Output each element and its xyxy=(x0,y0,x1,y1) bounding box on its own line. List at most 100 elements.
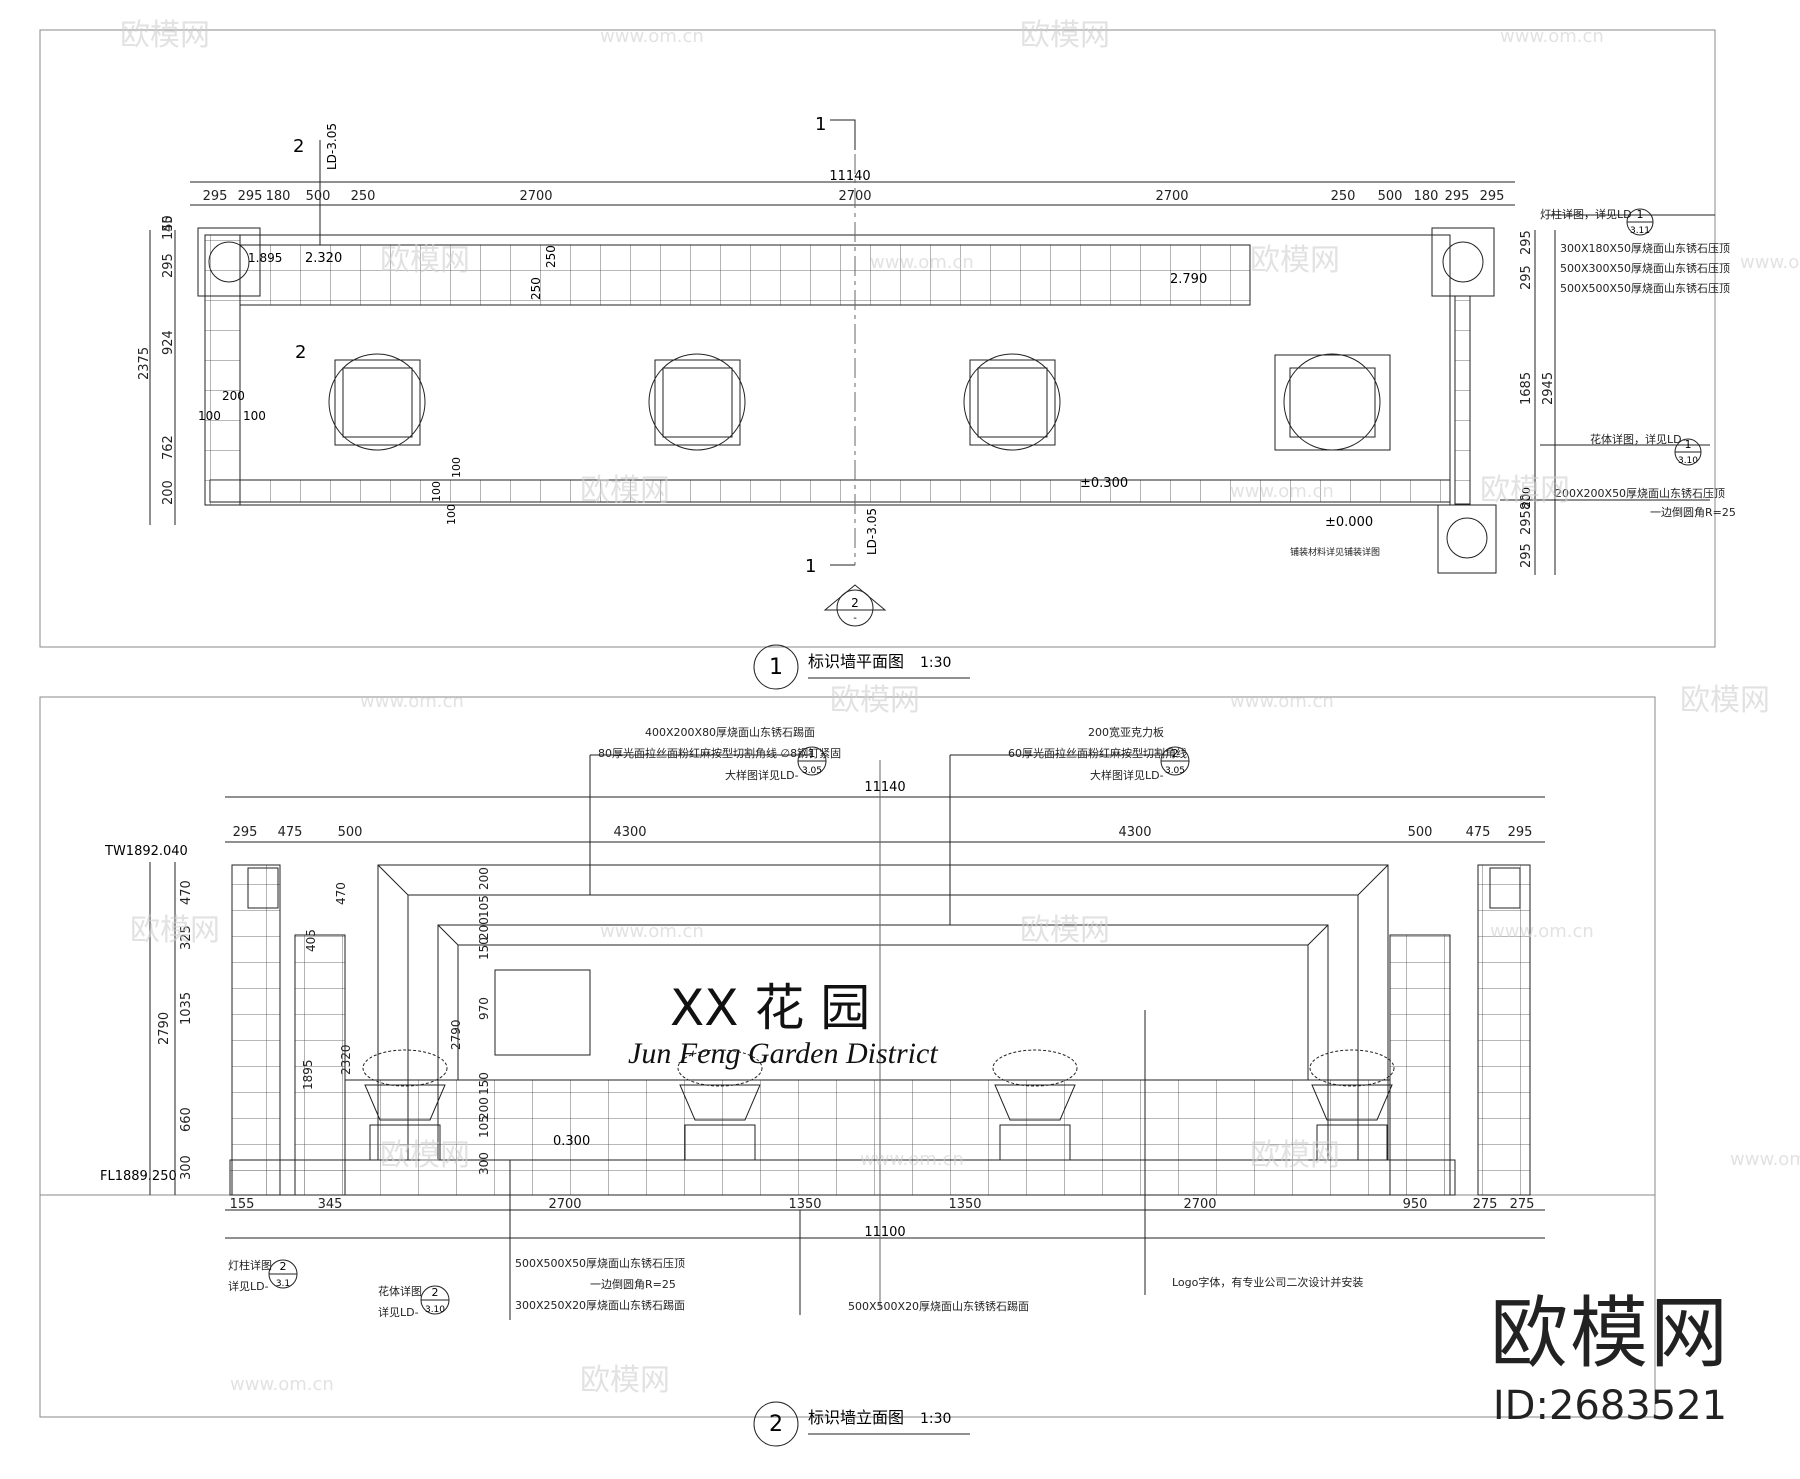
elev-callouts-bottom: 灯柱详图 详见LD- 花体详图 详见LD- 500X500X50厚烧面山东锈石压… xyxy=(228,1257,1363,1319)
elev-inner-dim: 1895 xyxy=(301,1059,315,1090)
svg-text:2: 2 xyxy=(432,1286,439,1299)
plan-paving-band xyxy=(239,244,1251,306)
svg-text:大样图详见LD-: 大样图详见LD- xyxy=(725,768,799,782)
elev-inner-dim: 150 xyxy=(477,1072,491,1095)
elev-inner-dim: 970 xyxy=(477,997,491,1020)
watermark-brand: 欧模网 xyxy=(1250,1138,1340,1173)
plan-section-ref-a: LD-3.05 xyxy=(325,123,339,170)
elev-bottom-dim: 1350 xyxy=(948,1197,981,1212)
watermark-brand: 欧模网 xyxy=(1680,683,1770,718)
plan-left-band xyxy=(204,234,241,506)
watermark-brand: 欧模网 xyxy=(380,243,470,278)
plan-top-dim: 2700 xyxy=(838,189,871,204)
elev-bottom-ref-2: 2 3.10 xyxy=(420,1285,450,1315)
svg-text:2: 2 xyxy=(769,1412,783,1437)
watermark-url: www.om.cn xyxy=(230,1374,334,1395)
svg-text:1:30: 1:30 xyxy=(920,655,951,671)
plan-top-dim: 2700 xyxy=(1155,189,1188,204)
elev-inner-dim: 200 xyxy=(477,867,491,890)
svg-text:60厚光面拉丝面粉红麻按型切割角线: 60厚光面拉丝面粉红麻按型切割角线 xyxy=(1008,746,1187,760)
elev-overall-dim-bottom: 11100 xyxy=(864,1225,905,1240)
svg-text:2: 2 xyxy=(1172,747,1179,760)
elevation-title: 2 标识墙立面图 1:30 xyxy=(769,1408,951,1437)
plan-top-dim: 180 xyxy=(1414,189,1439,204)
plan-inner-dim-b: 250 xyxy=(529,277,543,300)
elev-bottom-dim: 1350 xyxy=(788,1197,821,1212)
svg-text:标识墙立面图: 标识墙立面图 xyxy=(808,1408,904,1427)
elev-left-dim: 470 xyxy=(179,880,194,905)
elev-left-dim: 300 xyxy=(179,1155,194,1180)
elev-inner-dim: 105 xyxy=(477,1115,491,1138)
elev-top-dim: 4300 xyxy=(1118,825,1151,840)
elev-top-dim: 295 xyxy=(1508,825,1533,840)
plan-left-dim: 150 xyxy=(161,215,176,240)
elevation-view xyxy=(39,696,1656,1447)
elevation-right-pillar xyxy=(1477,864,1531,1196)
elev-left-dim: 1035 xyxy=(179,992,194,1025)
elev-level-floor: FL1889.250 xyxy=(100,1169,177,1184)
elev-top-dim: 500 xyxy=(338,825,363,840)
elevation-planters xyxy=(362,1049,1395,1161)
plan-note-ref-1: 1 3.11 xyxy=(1626,208,1654,236)
plan-frame xyxy=(39,29,1716,648)
elev-left-dim: 2790 xyxy=(157,1012,172,1045)
plan-right-dim: 80 xyxy=(1519,493,1534,510)
svg-text:一边倒圆角R=25: 一边倒圆角R=25 xyxy=(590,1278,676,1291)
plan-inner-dim-h: 100 xyxy=(445,504,458,525)
elev-bottom-dim: 950 xyxy=(1403,1197,1428,1212)
elev-callout-ref-1: 1 3.05 xyxy=(797,746,827,776)
svg-text:3.1: 3.1 xyxy=(276,1279,290,1289)
watermark-brand: 欧模网 xyxy=(580,1363,670,1398)
plan-top-dim: 250 xyxy=(1331,189,1356,204)
svg-text:1: 1 xyxy=(769,655,783,680)
plan-planters xyxy=(328,353,1391,451)
elev-top-dim: 500 xyxy=(1408,825,1433,840)
elev-inner-dim: 470 xyxy=(334,882,348,905)
plan-left-dim: 295 xyxy=(161,253,176,278)
plan-right-dim: 295 xyxy=(1519,510,1534,535)
watermark-brand: 欧模网 xyxy=(130,913,220,948)
elev-inner-dim: 105 xyxy=(477,895,491,918)
elev-level-top: TW1892.040 xyxy=(104,844,188,859)
plan-section-ref-b: LD-3.05 xyxy=(865,508,879,555)
plan-right-dim: 1685 xyxy=(1519,372,1534,405)
watermark-brand: 欧模网 xyxy=(380,1138,470,1173)
elev-bottom-dim: 345 xyxy=(318,1197,343,1212)
plan-inner-dim-g: 100 xyxy=(450,457,463,478)
plan-note: 300X180X50厚烧面山东锈石压顶 xyxy=(1560,242,1730,255)
plan-inner-dim-j: 200 xyxy=(1520,487,1533,508)
brand-watermark: 欧模网 ID:2683521 xyxy=(1490,1295,1730,1429)
svg-text:1: 1 xyxy=(1685,438,1692,451)
elev-inner-dim: 150 xyxy=(477,937,491,960)
plan-top-dim: 295 xyxy=(203,189,228,204)
elev-top-dim: 475 xyxy=(1466,825,1491,840)
plan-top-dim: 180 xyxy=(266,189,291,204)
plan-note: 一边倒圆角R=25 xyxy=(1650,506,1736,519)
svg-text:500X500X20厚烧面山东锈锈石踢面: 500X500X20厚烧面山东锈锈石踢面 xyxy=(848,1300,1029,1313)
plan-note: 灯柱详图，详见LD- xyxy=(1540,207,1636,221)
elev-inner-dim: 300 xyxy=(477,1152,491,1175)
svg-text:详见LD-: 详见LD- xyxy=(378,1305,419,1319)
plan-left-dim: 200 xyxy=(161,480,176,505)
elev-inner-dim: 200 xyxy=(477,1097,491,1120)
elev-bottom-ref-1: 2 3.1 xyxy=(268,1259,298,1289)
svg-text:大样图详见LD-: 大样图详见LD- xyxy=(1090,768,1164,782)
plan-section-mark-1: 1 xyxy=(815,114,826,135)
plan-left-dim: 45 xyxy=(161,215,176,232)
elev-left-dim: 325 xyxy=(179,925,194,950)
watermark-url: www.om.cn xyxy=(1740,252,1800,273)
watermark-url: www.om.cn xyxy=(600,921,704,942)
svg-text:500X500X50厚烧面山东锈石压顶: 500X500X50厚烧面山东锈石压顶 xyxy=(515,1257,685,1270)
elevation-left-wall xyxy=(294,934,346,1196)
plan-note: 花体详图，详见LD- xyxy=(1590,432,1686,446)
elev-bottom-dim: 275 xyxy=(1510,1197,1535,1212)
plan-level-a: 2.320 xyxy=(305,251,342,266)
watermark-brand: 欧模网 xyxy=(1020,913,1110,948)
svg-text:80厚光面拉丝面粉红麻按型切割角线 ∅8钢钉紧固: 80厚光面拉丝面粉红麻按型切割角线 ∅8钢钉紧固 xyxy=(598,746,841,760)
watermark-brand: 欧模网 xyxy=(580,473,670,508)
